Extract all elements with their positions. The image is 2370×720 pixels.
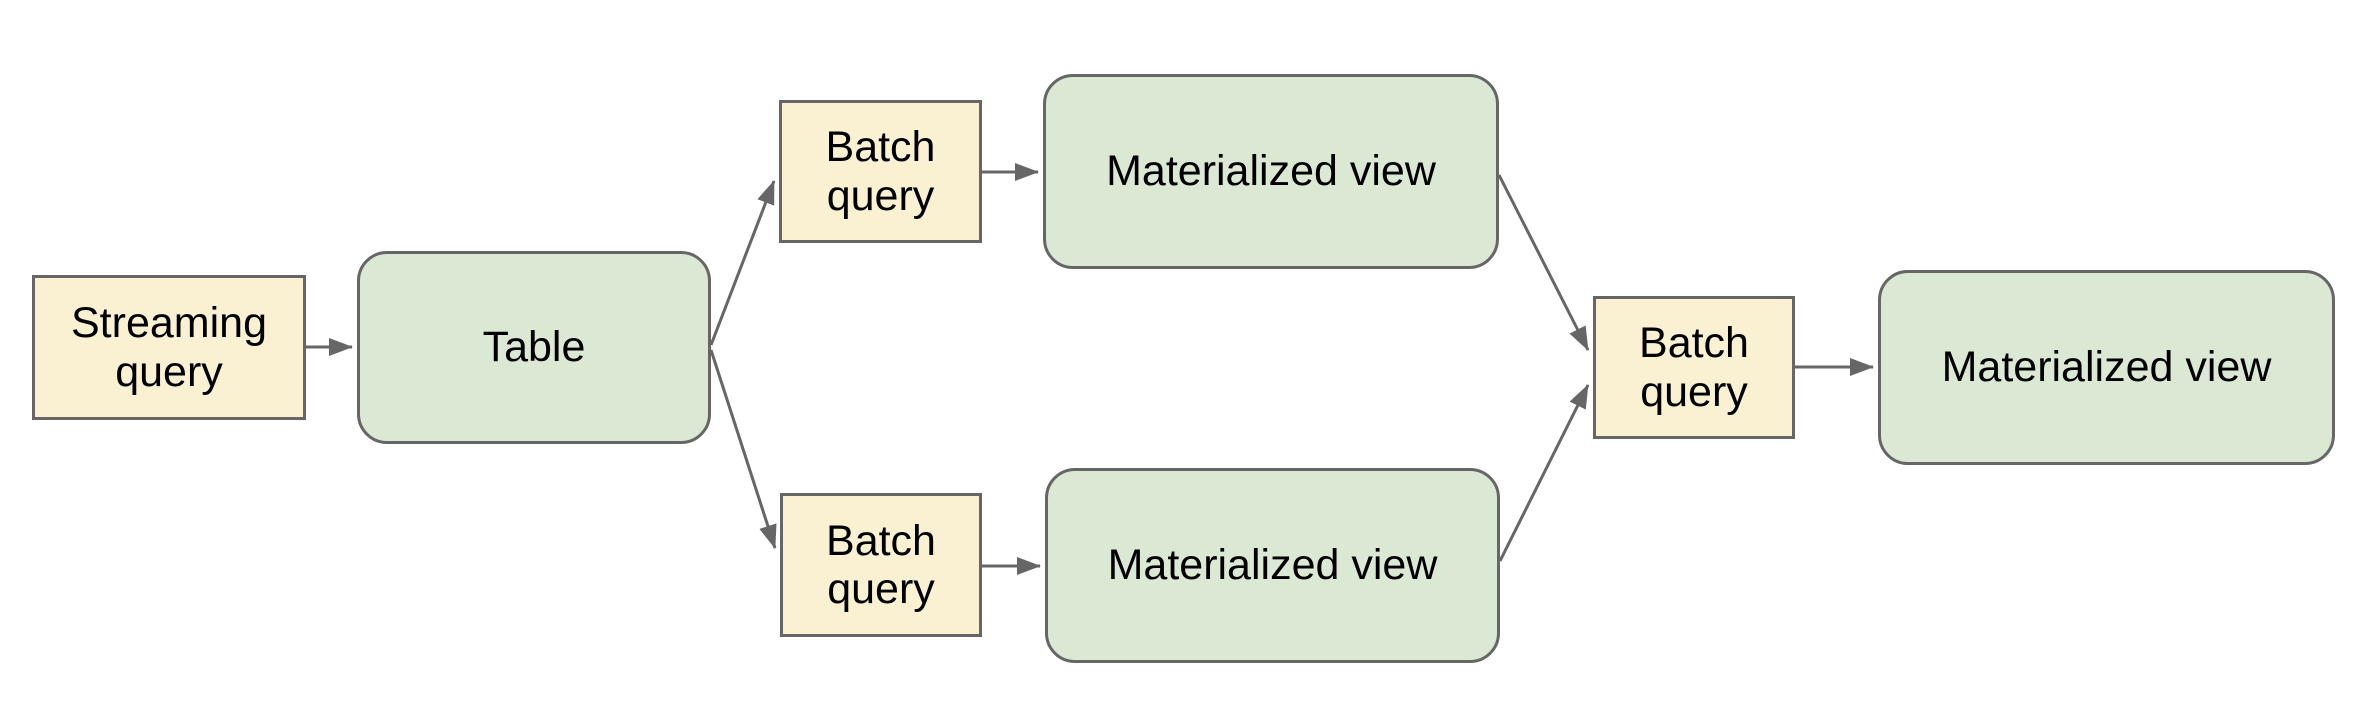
node-materialized-view-bottom: Materialized view	[1045, 468, 1500, 663]
node-label: Materialized view	[1106, 147, 1436, 196]
node-materialized-view-right: Materialized view	[1878, 270, 2335, 465]
node-label: Batch query	[825, 123, 936, 220]
node-materialized-view-top: Materialized view	[1043, 74, 1499, 269]
edge-table-to-batch-query-bottom	[709, 349, 777, 549]
node-label: Streaming query	[71, 299, 267, 396]
node-batch-query-top: Batch query	[779, 100, 982, 243]
edge-mv-bottom-to-batch-query-right	[1498, 384, 1590, 562]
node-label: Batch query	[826, 516, 936, 613]
node-table: Table	[357, 251, 711, 444]
node-label: Batch query	[1639, 319, 1749, 416]
node-label: Materialized view	[1107, 541, 1438, 590]
node-streaming-query: Streaming query	[32, 275, 306, 420]
node-batch-query-right: Batch query	[1593, 296, 1795, 439]
node-label: Table	[482, 323, 586, 372]
edge-table-to-batch-query-top	[709, 180, 776, 346]
node-label: Materialized view	[1941, 343, 2272, 392]
edge-mv-top-to-batch-query-right	[1497, 174, 1590, 351]
node-batch-query-bottom: Batch query	[780, 493, 982, 637]
